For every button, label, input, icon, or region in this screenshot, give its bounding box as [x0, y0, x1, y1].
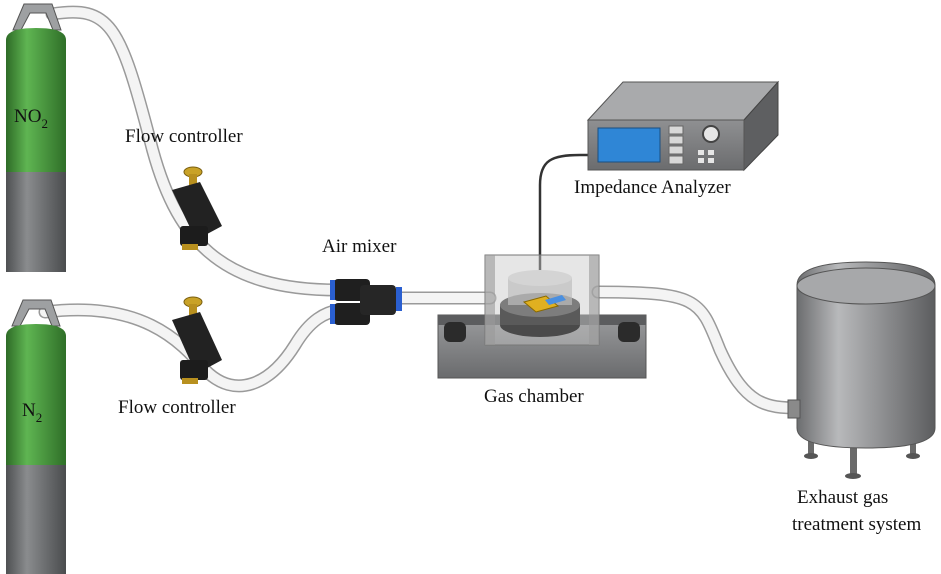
exhaust-label-line1: Exhaust gas [797, 487, 888, 508]
flow-controller-top-label: Flow controller [125, 126, 243, 147]
cylinder-handle [11, 299, 61, 327]
cylinder-handle [12, 3, 62, 31]
no2-cylinder-label: NO2 [14, 106, 48, 131]
flow-controller-bottom [172, 296, 222, 384]
flow-controller-top [172, 166, 222, 250]
air-mixer-label: Air mixer [322, 236, 397, 257]
n2-formula: N [22, 400, 36, 421]
n2-subscript: 2 [36, 410, 43, 425]
n2-gas-cylinder: N2 [6, 299, 66, 574]
impedance-analyzer-label: Impedance Analyzer [574, 177, 731, 198]
air-mixer-fitting [330, 279, 402, 325]
exhaust-label-line2: treatment system [792, 514, 921, 535]
no2-gas-cylinder: NO2 [6, 3, 66, 272]
no2-formula: NO [14, 106, 41, 127]
gas-chamber-label: Gas chamber [484, 386, 584, 407]
flow-controller-bottom-label: Flow controller [118, 397, 236, 418]
analyzer-cable [538, 153, 594, 284]
n2-cylinder-label: N2 [22, 400, 42, 425]
analyzer-screen [597, 127, 661, 163]
exhaust-treatment-tank [787, 261, 936, 479]
analyzer-knob [702, 125, 720, 143]
tubing [38, 5, 807, 415]
impedance-analyzer [586, 80, 780, 172]
gas-chamber [437, 254, 647, 379]
no2-subscript: 2 [41, 116, 48, 131]
